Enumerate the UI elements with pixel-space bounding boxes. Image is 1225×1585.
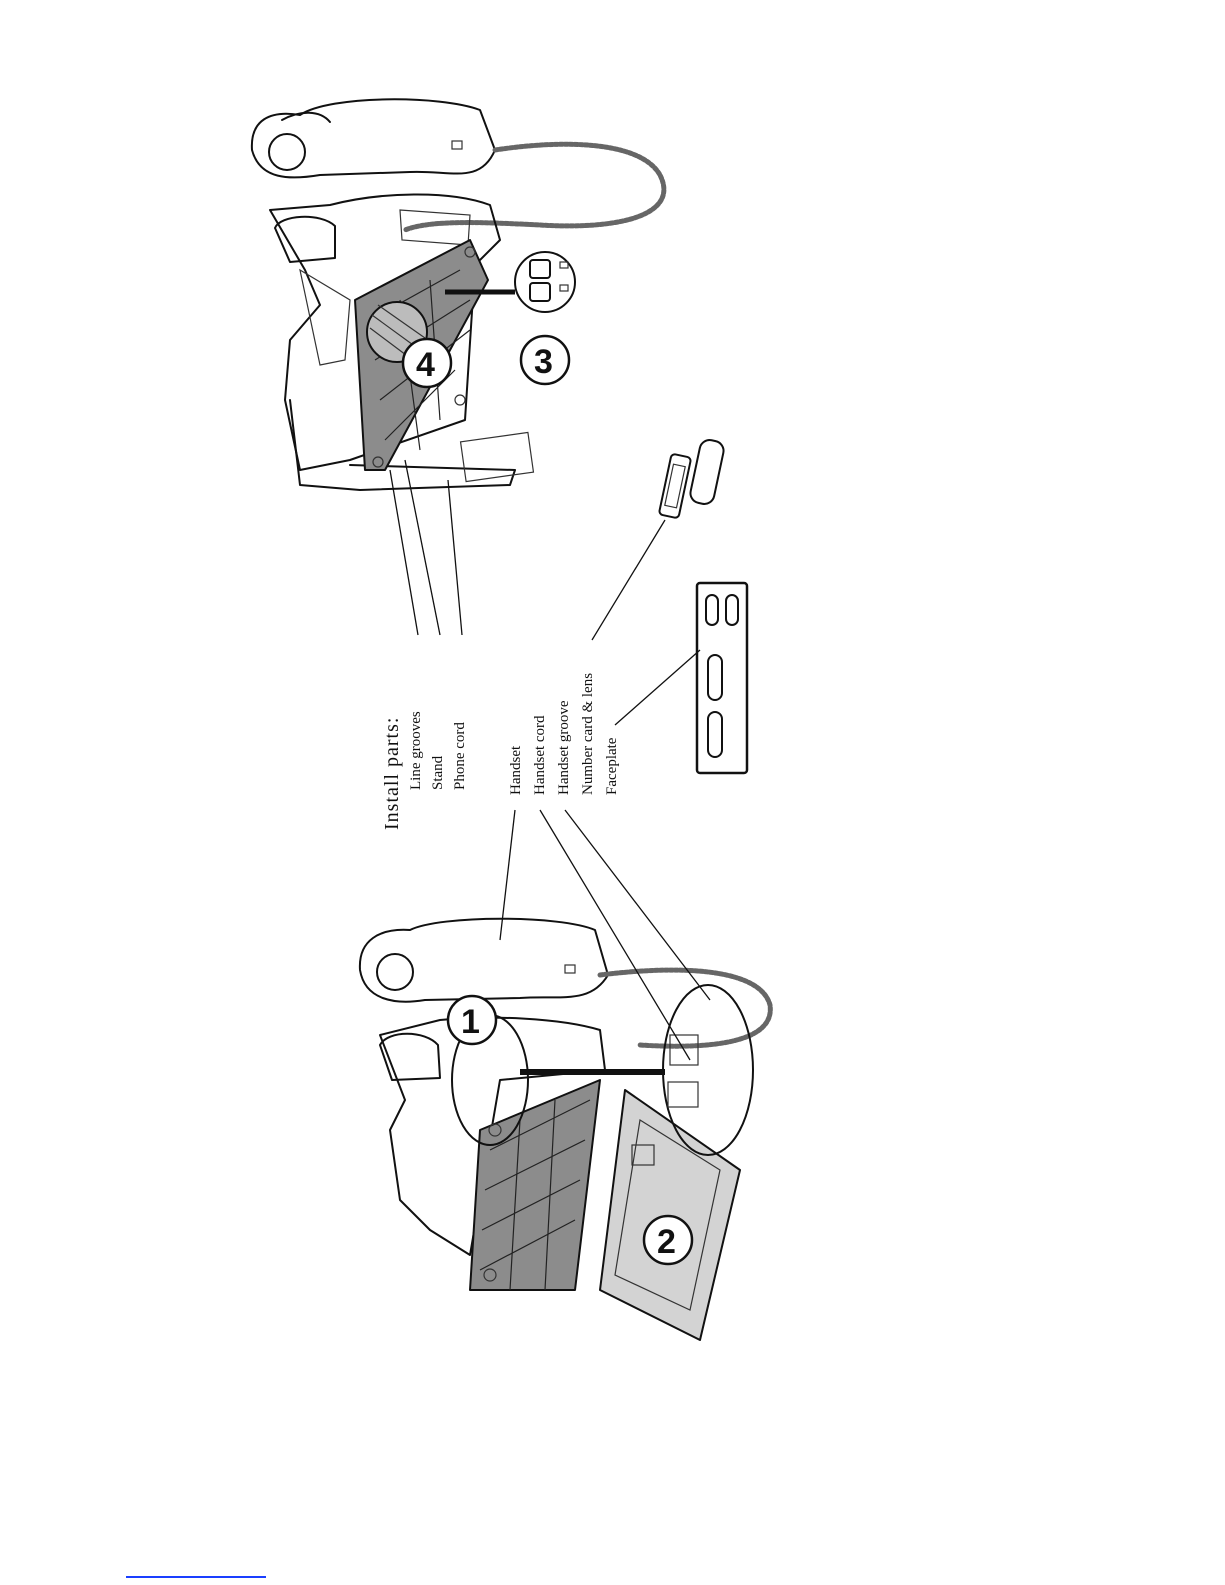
handset-cord-top bbox=[405, 144, 664, 230]
label-handset-cord: Handset cord bbox=[532, 715, 548, 795]
handset-top-icon bbox=[252, 99, 495, 177]
phone-top-illustration bbox=[252, 99, 664, 490]
svg-text:3: 3 bbox=[534, 343, 553, 381]
label-handset-groove: Handset groove bbox=[556, 700, 572, 795]
label-handset: Handset bbox=[508, 745, 524, 795]
svg-text:2: 2 bbox=[657, 1223, 676, 1261]
phone-body-top bbox=[270, 194, 533, 490]
step-badge-3: 3 bbox=[521, 336, 569, 384]
number-card-lens-icon bbox=[659, 438, 726, 518]
faceplate-icon bbox=[697, 583, 747, 773]
label-faceplate: Faceplate bbox=[604, 737, 620, 795]
label-phone-cord: Phone cord bbox=[452, 722, 468, 790]
label-number-card: Number card & lens bbox=[580, 673, 596, 795]
handset-bottom-icon bbox=[360, 919, 608, 1002]
parts-labels: Handset Handset cord Handset groove Numb… bbox=[508, 673, 620, 795]
svg-text:1: 1 bbox=[461, 1003, 480, 1041]
step-badge-2: 2 bbox=[644, 1216, 692, 1264]
phone-bottom-illustration bbox=[360, 919, 770, 1340]
label-line-grooves: Line grooves bbox=[408, 711, 424, 790]
footer-rule bbox=[126, 1576, 266, 1578]
step-badge-1: 1 bbox=[448, 996, 496, 1044]
stand-plate-bottom bbox=[470, 1080, 600, 1290]
phone-card-top bbox=[461, 432, 534, 481]
step-badge-4: 4 bbox=[403, 339, 451, 387]
svg-text:4: 4 bbox=[416, 346, 435, 384]
label-stand: Stand bbox=[430, 755, 446, 790]
phone-body-bottom bbox=[380, 1018, 740, 1340]
highlight-ellipse-2 bbox=[663, 985, 753, 1155]
install-parts-labels: Install parts: Line grooves Stand Phone … bbox=[381, 711, 468, 830]
install-parts-title: Install parts: bbox=[381, 717, 403, 830]
